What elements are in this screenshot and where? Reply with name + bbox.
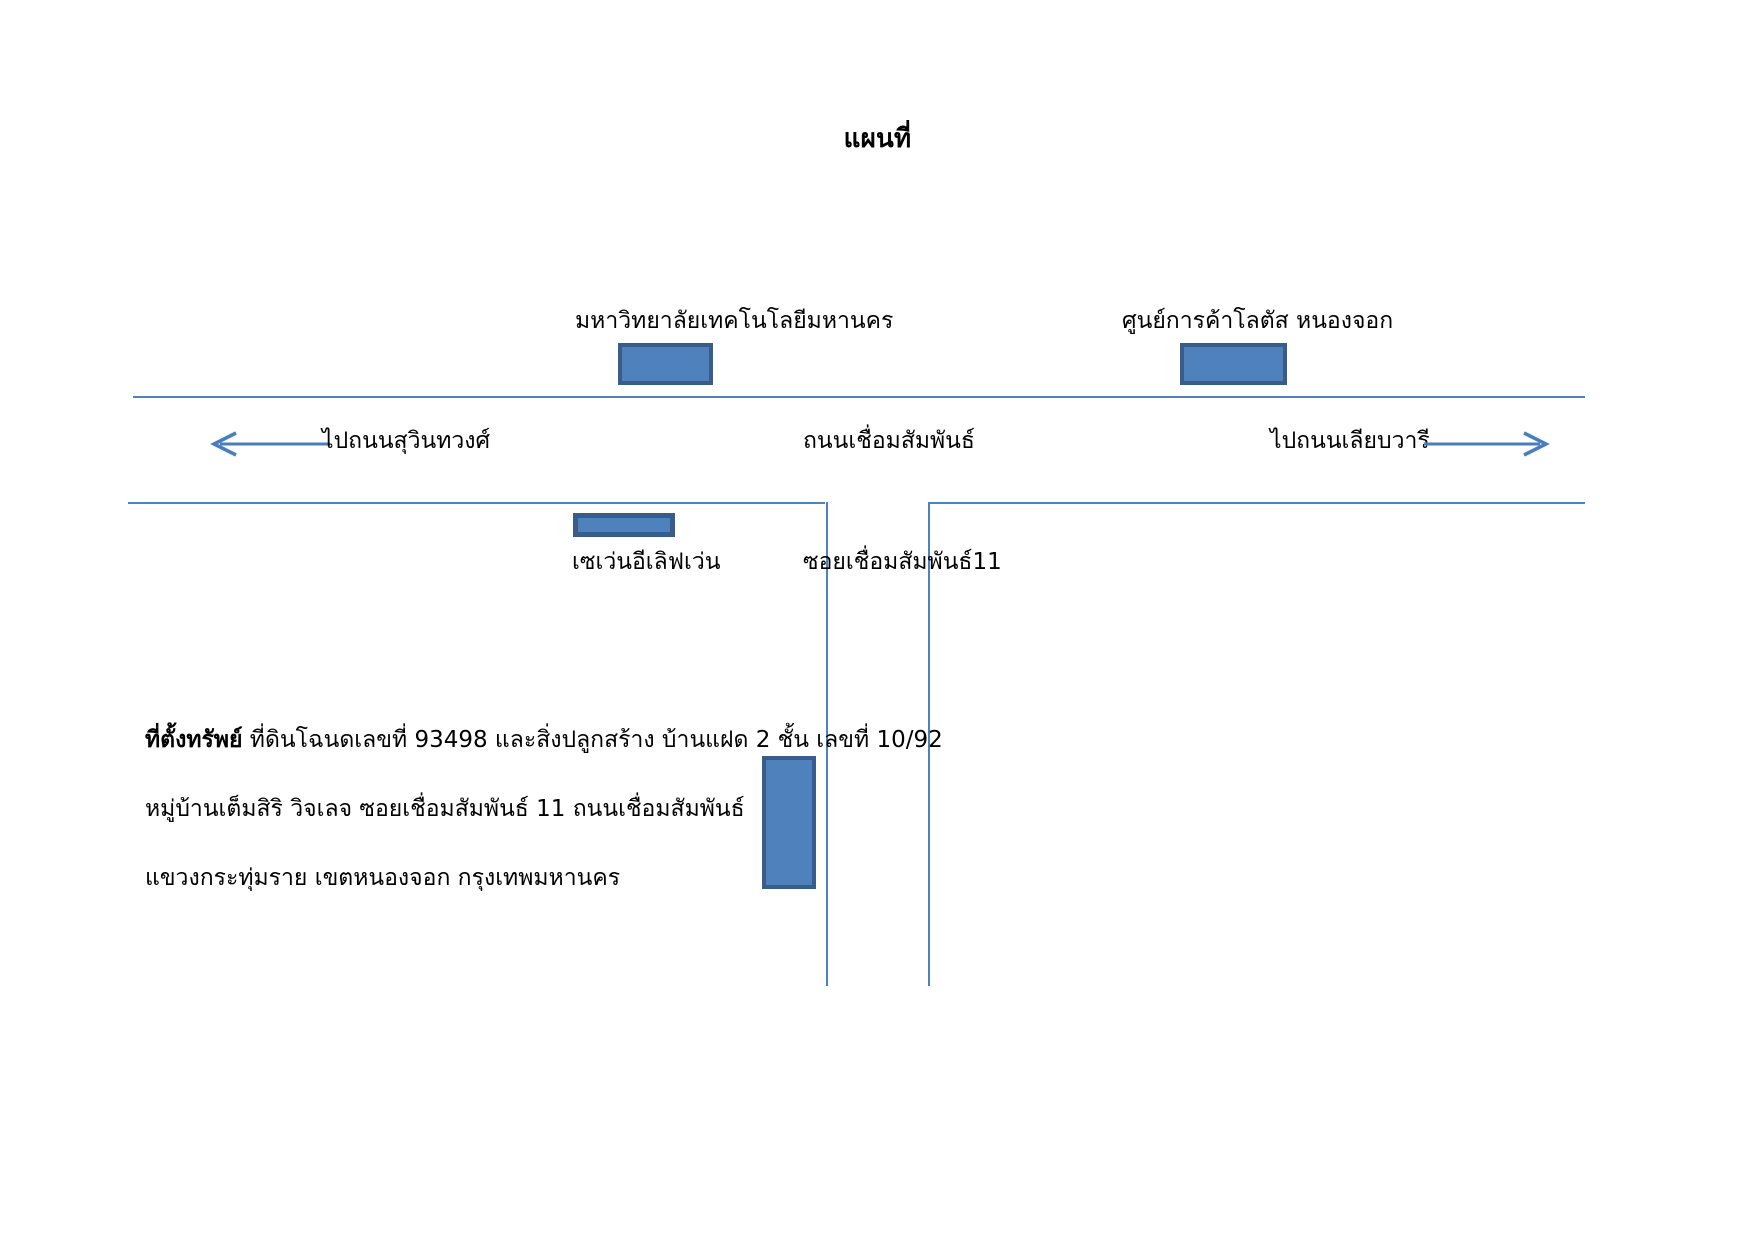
road-label-soi: ซอยเชื่อมสัมพันธ์11 (803, 549, 1002, 575)
soi-line-right (928, 502, 930, 986)
landmark-label-university: มหาวิทยาลัยเทคโนโลยีมหานคร (575, 308, 894, 334)
landmark-label-lotus: ศูนย์การค้าโลตัส หนองจอก (1122, 308, 1394, 334)
subject-property-marker[interactable] (762, 756, 816, 889)
direction-label-suwinthawong: ไปถนนสุวินทวงศ์ (322, 428, 491, 454)
landmark-label-seven-eleven: เซเว่นอีเลิฟเว่น (572, 549, 721, 575)
property-description-line-3: แขวงกระทุ่มราย เขตหนองจอก กรุงเทพมหานคร (145, 865, 621, 891)
main-road-bottom-edge-left (128, 502, 825, 504)
road-label-main: ถนนเชื่อมสัมพันธ์ (803, 428, 975, 454)
property-description-heading: ที่ตั้งทรัพย์ (145, 727, 243, 753)
main-road-top-edge (133, 396, 1585, 398)
main-road-bottom-edge-right (928, 502, 1585, 504)
landmark-box-seven-eleven[interactable] (573, 513, 675, 537)
property-description-line-1-rest: ที่ดินโฉนดเลขที่ 93498 และสิ่งปลูกสร้าง … (249, 727, 943, 753)
direction-label-liabwaree: ไปถนนเลียบวารี (1270, 428, 1430, 454)
property-description-line-1: ที่ตั้งทรัพย์ ที่ดินโฉนดเลขที่ 93498 และ… (145, 722, 943, 758)
property-description-line-2: หมู่บ้านเต็มสิริ วิจเลจ ซอยเชื่อมสัมพันธ… (145, 796, 745, 822)
landmark-box-lotus[interactable] (1180, 343, 1287, 385)
left-arrow-icon (206, 428, 331, 460)
landmark-box-university[interactable] (618, 343, 713, 385)
page-title: แผนที่ (843, 124, 912, 154)
soi-line-left (826, 502, 828, 986)
right-arrow-icon (1424, 428, 1554, 460)
